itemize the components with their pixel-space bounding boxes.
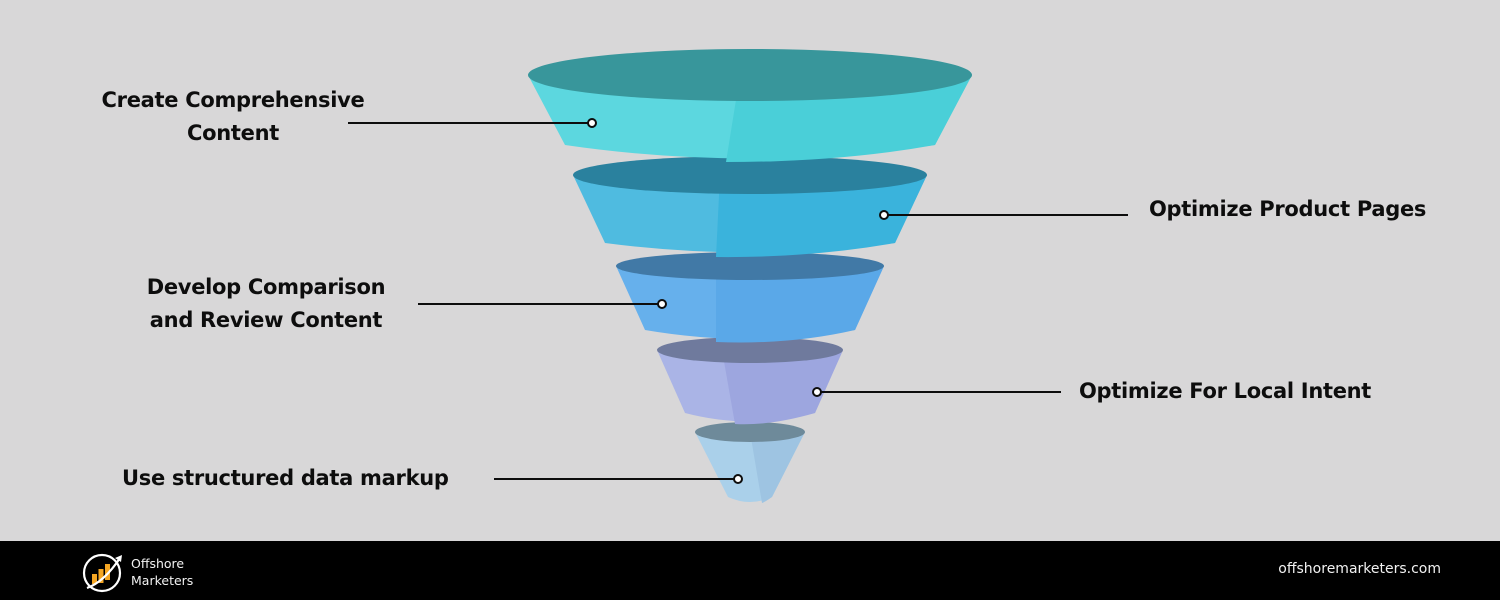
funnel-stage-4: [657, 337, 843, 425]
stage-label-1-line-2: Content: [187, 121, 279, 145]
connector-dot-4: [812, 387, 822, 397]
stage-label-1: Create Comprehensive Content: [88, 84, 378, 150]
brand-name-line-1: Offshore: [131, 556, 185, 571]
stage-label-5: Use structured data markup: [122, 462, 449, 495]
footer-bar: Offshore Marketers offshoremarketers.com: [0, 541, 1500, 600]
stage-label-4-line-1: Optimize For Local Intent: [1079, 379, 1372, 403]
funnel-diagram: Create Comprehensive Content Optimize Pr…: [88, 49, 1426, 503]
stage-label-3-line-1: Develop Comparison: [146, 275, 386, 299]
connectors: [348, 118, 1128, 484]
website-link[interactable]: offshoremarketers.com: [1278, 561, 1441, 577]
stage-label-2-line-1: Optimize Product Pages: [1149, 197, 1427, 221]
stage-label-1-line-1: Create Comprehensive: [101, 88, 365, 112]
funnel-stage-2: [573, 156, 927, 258]
connector-dot-3: [657, 299, 667, 309]
brand-name: Offshore Marketers: [131, 555, 193, 589]
funnel-stage-1: [528, 49, 972, 162]
connector-dot-2: [879, 210, 889, 220]
stage-label-2: Optimize Product Pages: [1149, 193, 1426, 226]
funnel-stage-3: [616, 252, 884, 343]
brand-name-line-2: Marketers: [131, 573, 194, 588]
connector-dot-1: [587, 118, 597, 128]
funnel-stage-5: [695, 422, 805, 503]
brand-logo[interactable]: Offshore Marketers: [82, 550, 193, 594]
connector-dot-5: [733, 474, 743, 484]
stage-label-3: Develop Comparison and Review Content: [130, 271, 402, 337]
funnel-graphic: [348, 49, 1128, 503]
stage-label-5-line-1: Use structured data markup: [122, 466, 449, 490]
rising-bar-chart-arrow-icon: [82, 553, 122, 593]
stage-label-3-line-2: and Review Content: [149, 308, 383, 332]
stage-label-4: Optimize For Local Intent: [1079, 375, 1371, 408]
